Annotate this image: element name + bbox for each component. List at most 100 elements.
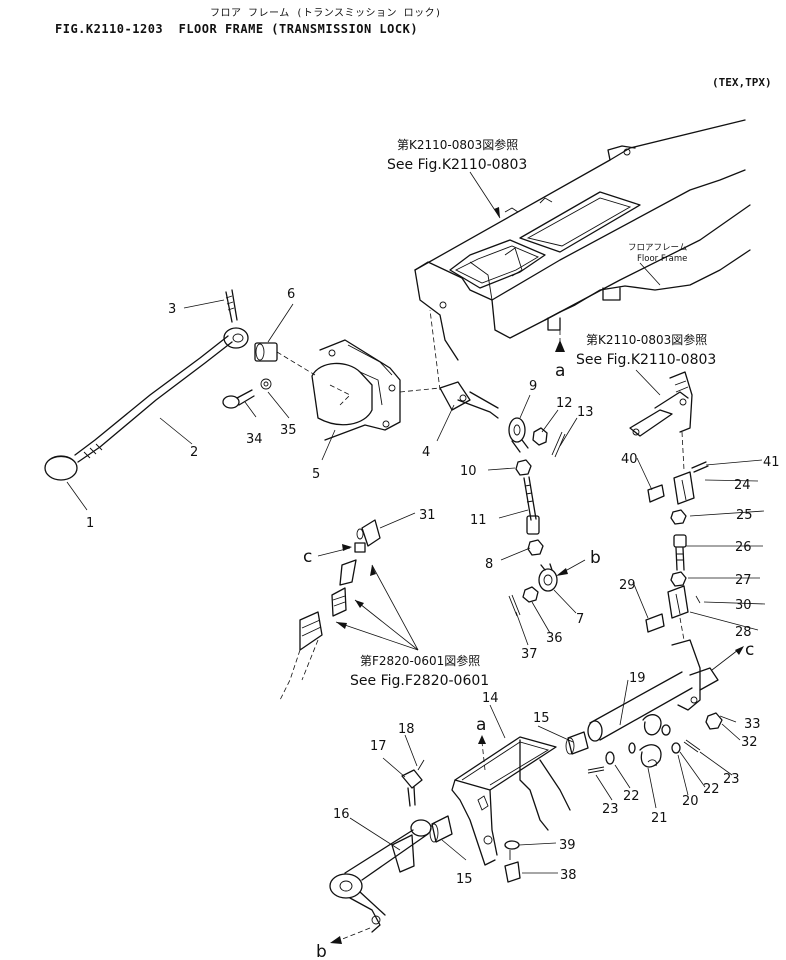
bushing-6-illustration [254, 342, 316, 376]
svg-text:See Fig.K2110-0803: See Fig.K2110-0803 [387, 157, 527, 173]
bracket-5-illustration [311, 339, 401, 441]
bolt-17-illustration [401, 759, 425, 807]
nut-27-illustration [670, 571, 687, 587]
part-number-30: 30 [735, 598, 752, 613]
marker-b-bottom: b [316, 942, 327, 960]
part-number-21: 21 [651, 811, 668, 826]
part-number-3: 3 [168, 302, 176, 317]
bolt-38-illustration [504, 850, 521, 883]
part-number-35: 35 [280, 423, 297, 438]
marker-a-top: a [555, 361, 565, 381]
svg-text:フロアフレーム: フロアフレーム [628, 243, 687, 253]
figure-title: FIG.K2110-1203 FLOOR FRAME (TRANSMISSION… [55, 22, 419, 36]
bolt-29-illustration [645, 613, 665, 633]
part-number-28: 28 [735, 625, 752, 640]
bracket-14-illustration [451, 735, 571, 866]
part-number-39: 39 [559, 838, 576, 853]
part-number-2: 2 [190, 445, 198, 460]
reference-right: 第K2110-0803図参照 See Fig.K2110-0803 [576, 332, 716, 396]
spring-21-illustration [639, 714, 662, 768]
svg-text:Floor Frame: Floor Frame [637, 254, 687, 264]
part-number-16: 16 [333, 807, 350, 822]
svg-text:See Fig.F2820-0601: See Fig.F2820-0601 [350, 673, 489, 689]
part-number-41: 41 [763, 455, 780, 470]
pin-4-illustration [399, 309, 499, 419]
nut-36-illustration [522, 586, 539, 603]
svg-text:第K2110-0803図参照: 第K2110-0803図参照 [397, 137, 518, 152]
lever-knob-illustration [44, 455, 78, 481]
svg-text:第F2820-0601図参照: 第F2820-0601図参照 [360, 653, 480, 668]
pedal-16-illustration [329, 819, 432, 944]
cotter-13-illustration [551, 431, 566, 458]
nut-10-illustration [515, 459, 532, 476]
part-number-25: 25 [736, 508, 753, 523]
part-number-11: 11 [470, 513, 487, 528]
model-applicability: (TEX,TPX) [712, 76, 772, 89]
cotter-37-illustration [508, 594, 521, 617]
floor-frame-illustration [414, 119, 751, 361]
part-number-22-left: 22 [623, 789, 640, 804]
ball-joint-7-illustration [538, 563, 558, 592]
part-number-9: 9 [529, 379, 537, 394]
bushing-15-lower-illustration [429, 815, 453, 843]
part-number-32: 32 [741, 735, 758, 750]
washer-39-illustration [504, 840, 520, 850]
floor-frame-label: フロアフレーム Floor Frame [628, 243, 687, 286]
part-number-5: 5 [312, 467, 320, 482]
part-number-17: 17 [370, 739, 387, 754]
reference-upper: 第K2110-0803図参照 See Fig.K2110-0803 [387, 137, 527, 219]
part-number-23-left: 23 [602, 802, 619, 817]
marker-b-right: b [590, 548, 601, 568]
part-number-33: 33 [744, 717, 761, 732]
part-number-6: 6 [287, 287, 295, 302]
part-number-24: 24 [734, 478, 751, 493]
nut-25-illustration [670, 509, 687, 525]
bracket-right-illustration [629, 371, 693, 471]
part-number-23-right: 23 [723, 772, 740, 787]
part-number-13: 13 [577, 405, 594, 420]
rod-26-illustration [673, 534, 687, 571]
part-number-29: 29 [619, 578, 636, 593]
bolt-34-illustration [222, 378, 272, 409]
part-number-26: 26 [735, 540, 752, 555]
part-number-27: 27 [735, 573, 752, 588]
reference-lower: 第F2820-0601図参照 See Fig.F2820-0601 [335, 564, 489, 689]
part-number-18: 18 [398, 722, 415, 737]
lever-rod-illustration [74, 327, 249, 463]
pins-23-illustration [587, 739, 701, 774]
clevis-28-illustration [667, 585, 689, 641]
cable-end-illustration [279, 559, 357, 701]
marker-a-lower: a [476, 715, 486, 735]
part-number-14: 14 [482, 691, 499, 706]
leader-lines [66, 299, 766, 874]
part-number-34: 34 [246, 432, 263, 447]
part-number-12: 12 [556, 396, 573, 411]
part-number-4: 4 [422, 445, 430, 460]
marker-c-left: c [303, 547, 312, 567]
part-number-8: 8 [485, 557, 493, 572]
bushing-15-upper-illustration [565, 731, 589, 755]
nut-8-illustration [527, 539, 544, 556]
part-number-19: 19 [629, 671, 646, 686]
connection-markers: a a b b c c [303, 340, 754, 960]
pin-3-illustration [225, 289, 238, 323]
nut-32-illustration [705, 712, 723, 730]
part-number-10: 10 [460, 464, 477, 479]
washers-22-illustration [605, 724, 681, 765]
part-number-31: 31 [419, 508, 436, 523]
part-number-20: 20 [682, 794, 699, 809]
part-number-22-right: 22 [703, 782, 720, 797]
part-number-38: 38 [560, 868, 577, 883]
svg-text:See Fig.K2110-0803: See Fig.K2110-0803 [576, 352, 716, 368]
clevis-24-illustration [673, 461, 709, 505]
nut-12-illustration [532, 427, 548, 446]
part-number-37: 37 [521, 647, 538, 662]
part-number-40: 40 [621, 452, 638, 467]
cable-joint-31-illustration [354, 519, 381, 553]
part-number-36: 36 [546, 631, 563, 646]
part-number-15-lower: 15 [456, 872, 473, 887]
katakana-title: フロア フレーム (トランスミッション ロック) [210, 8, 442, 19]
bolt-40-illustration [647, 484, 665, 503]
